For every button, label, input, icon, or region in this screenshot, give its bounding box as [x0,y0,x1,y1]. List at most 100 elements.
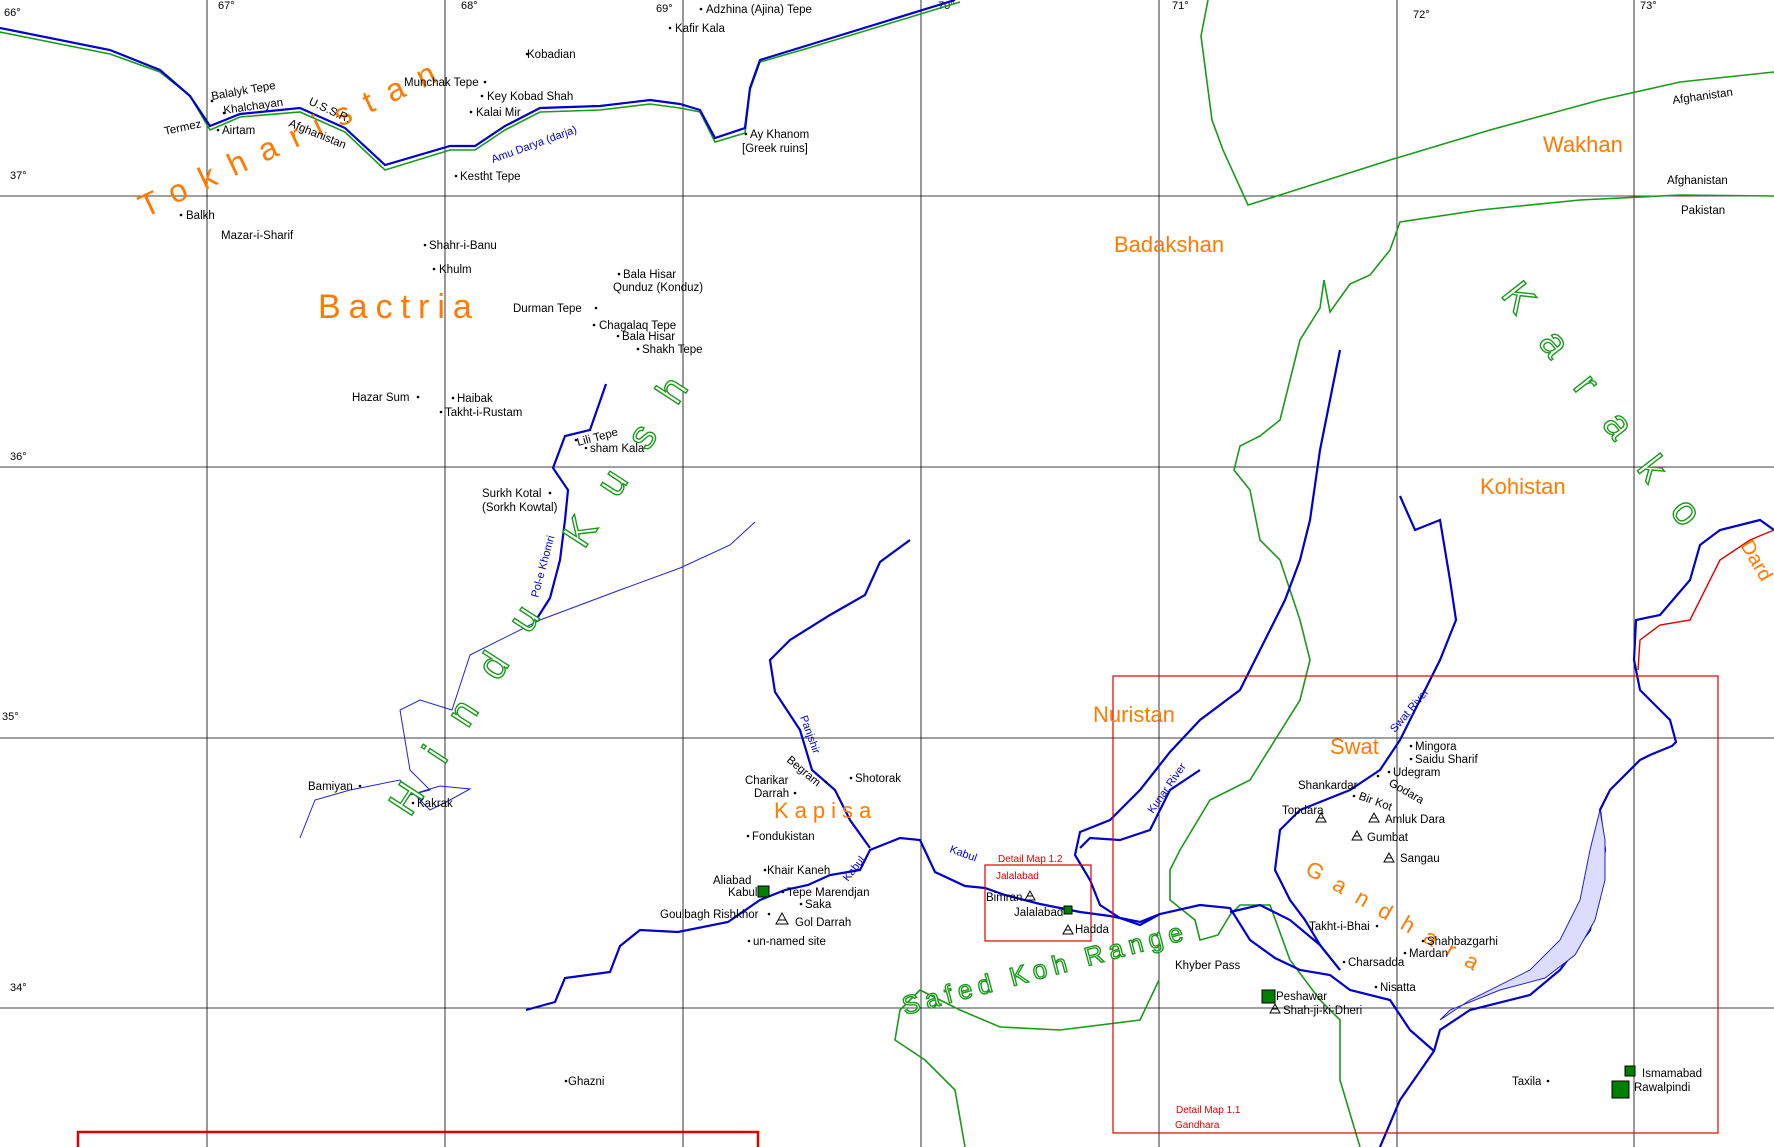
stupa-icon[interactable] [1315,811,1327,823]
place-ghazni[interactable]: Ghazni [568,1076,604,1088]
place-gumbat[interactable]: Gumbat [1367,832,1409,844]
detail-11-label[interactable]: Detail Map 1.1 [1176,1105,1241,1116]
place-jalalabad[interactable]: Jalalabad [1014,907,1063,919]
place-taxila[interactable]: Taxila [1512,1076,1542,1088]
stupa-icon[interactable] [1062,923,1074,935]
place-kabul[interactable]: Kabul [728,887,757,899]
place-khyber[interactable]: Khyber Pass [1175,960,1240,972]
place-shakh[interactable]: Shakh Tepe [642,344,703,356]
detail-map-labels: Detail Map 1.2 Jalalabad Detail Map 1.1 … [996,854,1241,1131]
place-kalai-mir[interactable]: Kalai Mir [476,107,521,119]
place-ay-khanom-note: [Greek ruins] [742,143,808,155]
dot-icon [222,111,226,115]
place-sham-kala[interactable]: sham Kala [590,443,645,455]
place-goulbagh[interactable]: Goulbagh Rishkhor [660,909,759,921]
city-marker-kabul-icon[interactable] [757,885,770,898]
city-marker-jalalabad-icon[interactable] [1063,905,1073,915]
place-tepe-marendjan[interactable]: Tepe Marendjan [787,887,869,899]
place-peshawar[interactable]: Peshawar [1276,991,1327,1003]
place-hazar-sum[interactable]: Hazar Sum [352,392,410,404]
city-marker-islamabad-icon[interactable] [1624,1065,1636,1077]
place-ay-khanom[interactable]: Ay Khanom [750,129,809,141]
jalalabad-tributary [1079,769,1201,849]
place-durman[interactable]: Durman Tepe [513,303,582,315]
stupa-icon[interactable] [1368,811,1380,823]
place-udegram[interactable]: Udegram [1393,767,1440,779]
place-key-kobad[interactable]: Key Kobad Shah [487,91,573,103]
place-takht-rustam[interactable]: Takht-i-Rustam [445,407,522,419]
place-bala-hisar-2[interactable]: Bala Hisar [622,331,675,343]
stupa-icon[interactable] [1269,1002,1281,1014]
dot-icon [824,780,828,784]
place-termez[interactable]: Termez [163,118,203,138]
river-kabul-2: Kabul [841,854,868,884]
place-unnamed[interactable]: un-named site [753,936,826,948]
place-shahr-banu[interactable]: Shahr-i-Banu [429,240,497,252]
place-takht-bhai[interactable]: Takht-i-Bhai [1309,921,1370,933]
place-shah-ji[interactable]: Shah-ji-ki-Dheri [1283,1005,1362,1017]
city-marker-rawalpindi-icon[interactable] [1611,1080,1630,1099]
dot-icon [525,52,529,56]
place-gol-darrah[interactable]: Gol Darrah [795,917,851,929]
detail-12-label[interactable]: Detail Map 1.2 [998,854,1063,865]
place-saidu[interactable]: Saidu Sharif [1415,754,1478,766]
dot-icon [636,347,640,351]
place-rawalpindi[interactable]: Rawalpindi [1634,1082,1690,1094]
stupa-icon[interactable] [1383,851,1395,863]
place-hadda[interactable]: Hadda [1075,924,1109,936]
place-bir-kot[interactable]: Bir Kot [1357,791,1394,814]
place-kobadian[interactable]: Kobadian [527,49,576,61]
place-amluk[interactable]: Amluk Dara [1385,814,1446,826]
place-fondukistan[interactable]: Fondukistan [752,831,815,843]
place-haibak[interactable]: Haibak [457,393,493,405]
place-shahbazgarhi[interactable]: Shahbazgarhi [1427,936,1498,948]
place-mardan[interactable]: Mardan [1409,948,1448,960]
place-begram[interactable]: Begram [784,754,823,789]
detail-11-name[interactable]: Gandhara [1175,1120,1220,1131]
place-bala-hisar-1[interactable]: Bala Hisar [623,269,676,281]
place-shotorak[interactable]: Shotorak [855,773,901,785]
afghanistan-pakistan-border [1169,194,1774,1147]
place-kakrak[interactable]: Kakrak [417,798,453,810]
place-munchak[interactable]: Munchak Tepe [404,77,479,89]
dot-icon [439,410,443,414]
place-sangau[interactable]: Sangau [1400,853,1440,865]
place-adzhina[interactable]: Adzhina (Ajina) Tepe [706,4,812,16]
place-islamabad[interactable]: Ismamabad [1642,1068,1702,1080]
stupa-icon[interactable] [1024,889,1036,901]
place-bamiyan[interactable]: Bamiyan [308,781,353,793]
place-saka[interactable]: Saka [805,899,832,911]
dot-icon [746,834,750,838]
place-bimran[interactable]: Bimran [986,892,1022,904]
place-nisatta[interactable]: Nisatta [1380,982,1416,994]
place-kafir-kala[interactable]: Kafir Kala [675,23,725,35]
place-shankardar[interactable]: Shankardar [1298,780,1358,792]
dot-icon [799,902,803,906]
dot-icon [432,267,436,271]
dot-icon [1409,744,1413,748]
place-khair-kaneh[interactable]: Khair Kaneh [767,865,830,877]
city-marker-peshawar-icon[interactable] [1261,989,1276,1004]
place-surkh-kotal[interactable]: Surkh Kotal [482,488,541,500]
place-topdara[interactable]: Topdara [1282,805,1324,817]
detail-box-bottom[interactable] [76,1130,760,1147]
place-mazar[interactable]: Mazar-i-Sharif [221,230,294,242]
detail-box-jalalabad[interactable] [984,864,1092,942]
place-darrah[interactable]: Darrah [754,788,789,800]
stupa-icon[interactable] [1351,829,1363,841]
place-charsadda[interactable]: Charsadda [1348,957,1405,969]
place-khulm[interactable]: Khulm [439,264,472,276]
place-gunduz[interactable]: Qunduz (Konduz) [613,282,703,294]
place-charikar[interactable]: Charikar [745,775,789,787]
place-chagalaq[interactable]: Chagalaq Tepe [599,320,676,332]
place-balkh[interactable]: Balkh [186,210,215,222]
place-kesht[interactable]: Kestht Tepe [460,171,521,183]
dot-icon [616,334,620,338]
place-aliabad[interactable]: Aliabad [713,875,751,887]
place-airtam[interactable]: Airtam [222,125,255,137]
stupa-icons [775,811,1395,1014]
detail-12-name[interactable]: Jalalabad [996,871,1039,882]
place-mingora[interactable]: Mingora [1415,741,1457,753]
stupa-icon[interactable] [775,911,789,925]
detail-box-gandhara[interactable] [1112,675,1719,1134]
